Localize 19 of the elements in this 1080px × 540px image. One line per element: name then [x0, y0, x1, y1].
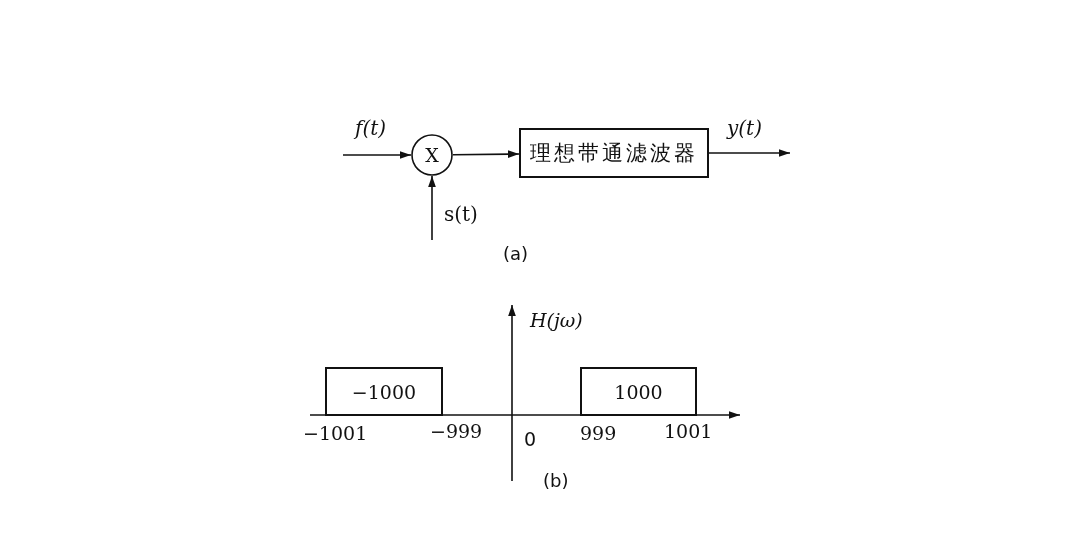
caption: (a)	[503, 245, 529, 263]
tick-label: 0	[524, 430, 537, 449]
tick-label: −1001	[303, 424, 368, 443]
filter-box: 理想带通滤波器	[519, 128, 709, 178]
passband-rect: 1000	[580, 367, 697, 416]
arrow	[342, 151, 412, 159]
arrow	[452, 150, 520, 159]
passband-rect: −1000	[325, 367, 443, 416]
multiplier-circle: X	[411, 134, 453, 176]
edge-label: y(t)	[727, 118, 762, 138]
tick-label: 1001	[664, 422, 713, 441]
axis-label: H(jω)	[530, 311, 583, 330]
tick-label: −999	[430, 422, 483, 441]
caption: (b)	[543, 472, 569, 490]
arrow	[428, 175, 436, 241]
edge-label: s(t)	[444, 204, 478, 224]
arrow	[708, 149, 791, 157]
edge-label: f(t)	[355, 118, 387, 138]
tick-label: 999	[580, 424, 617, 443]
